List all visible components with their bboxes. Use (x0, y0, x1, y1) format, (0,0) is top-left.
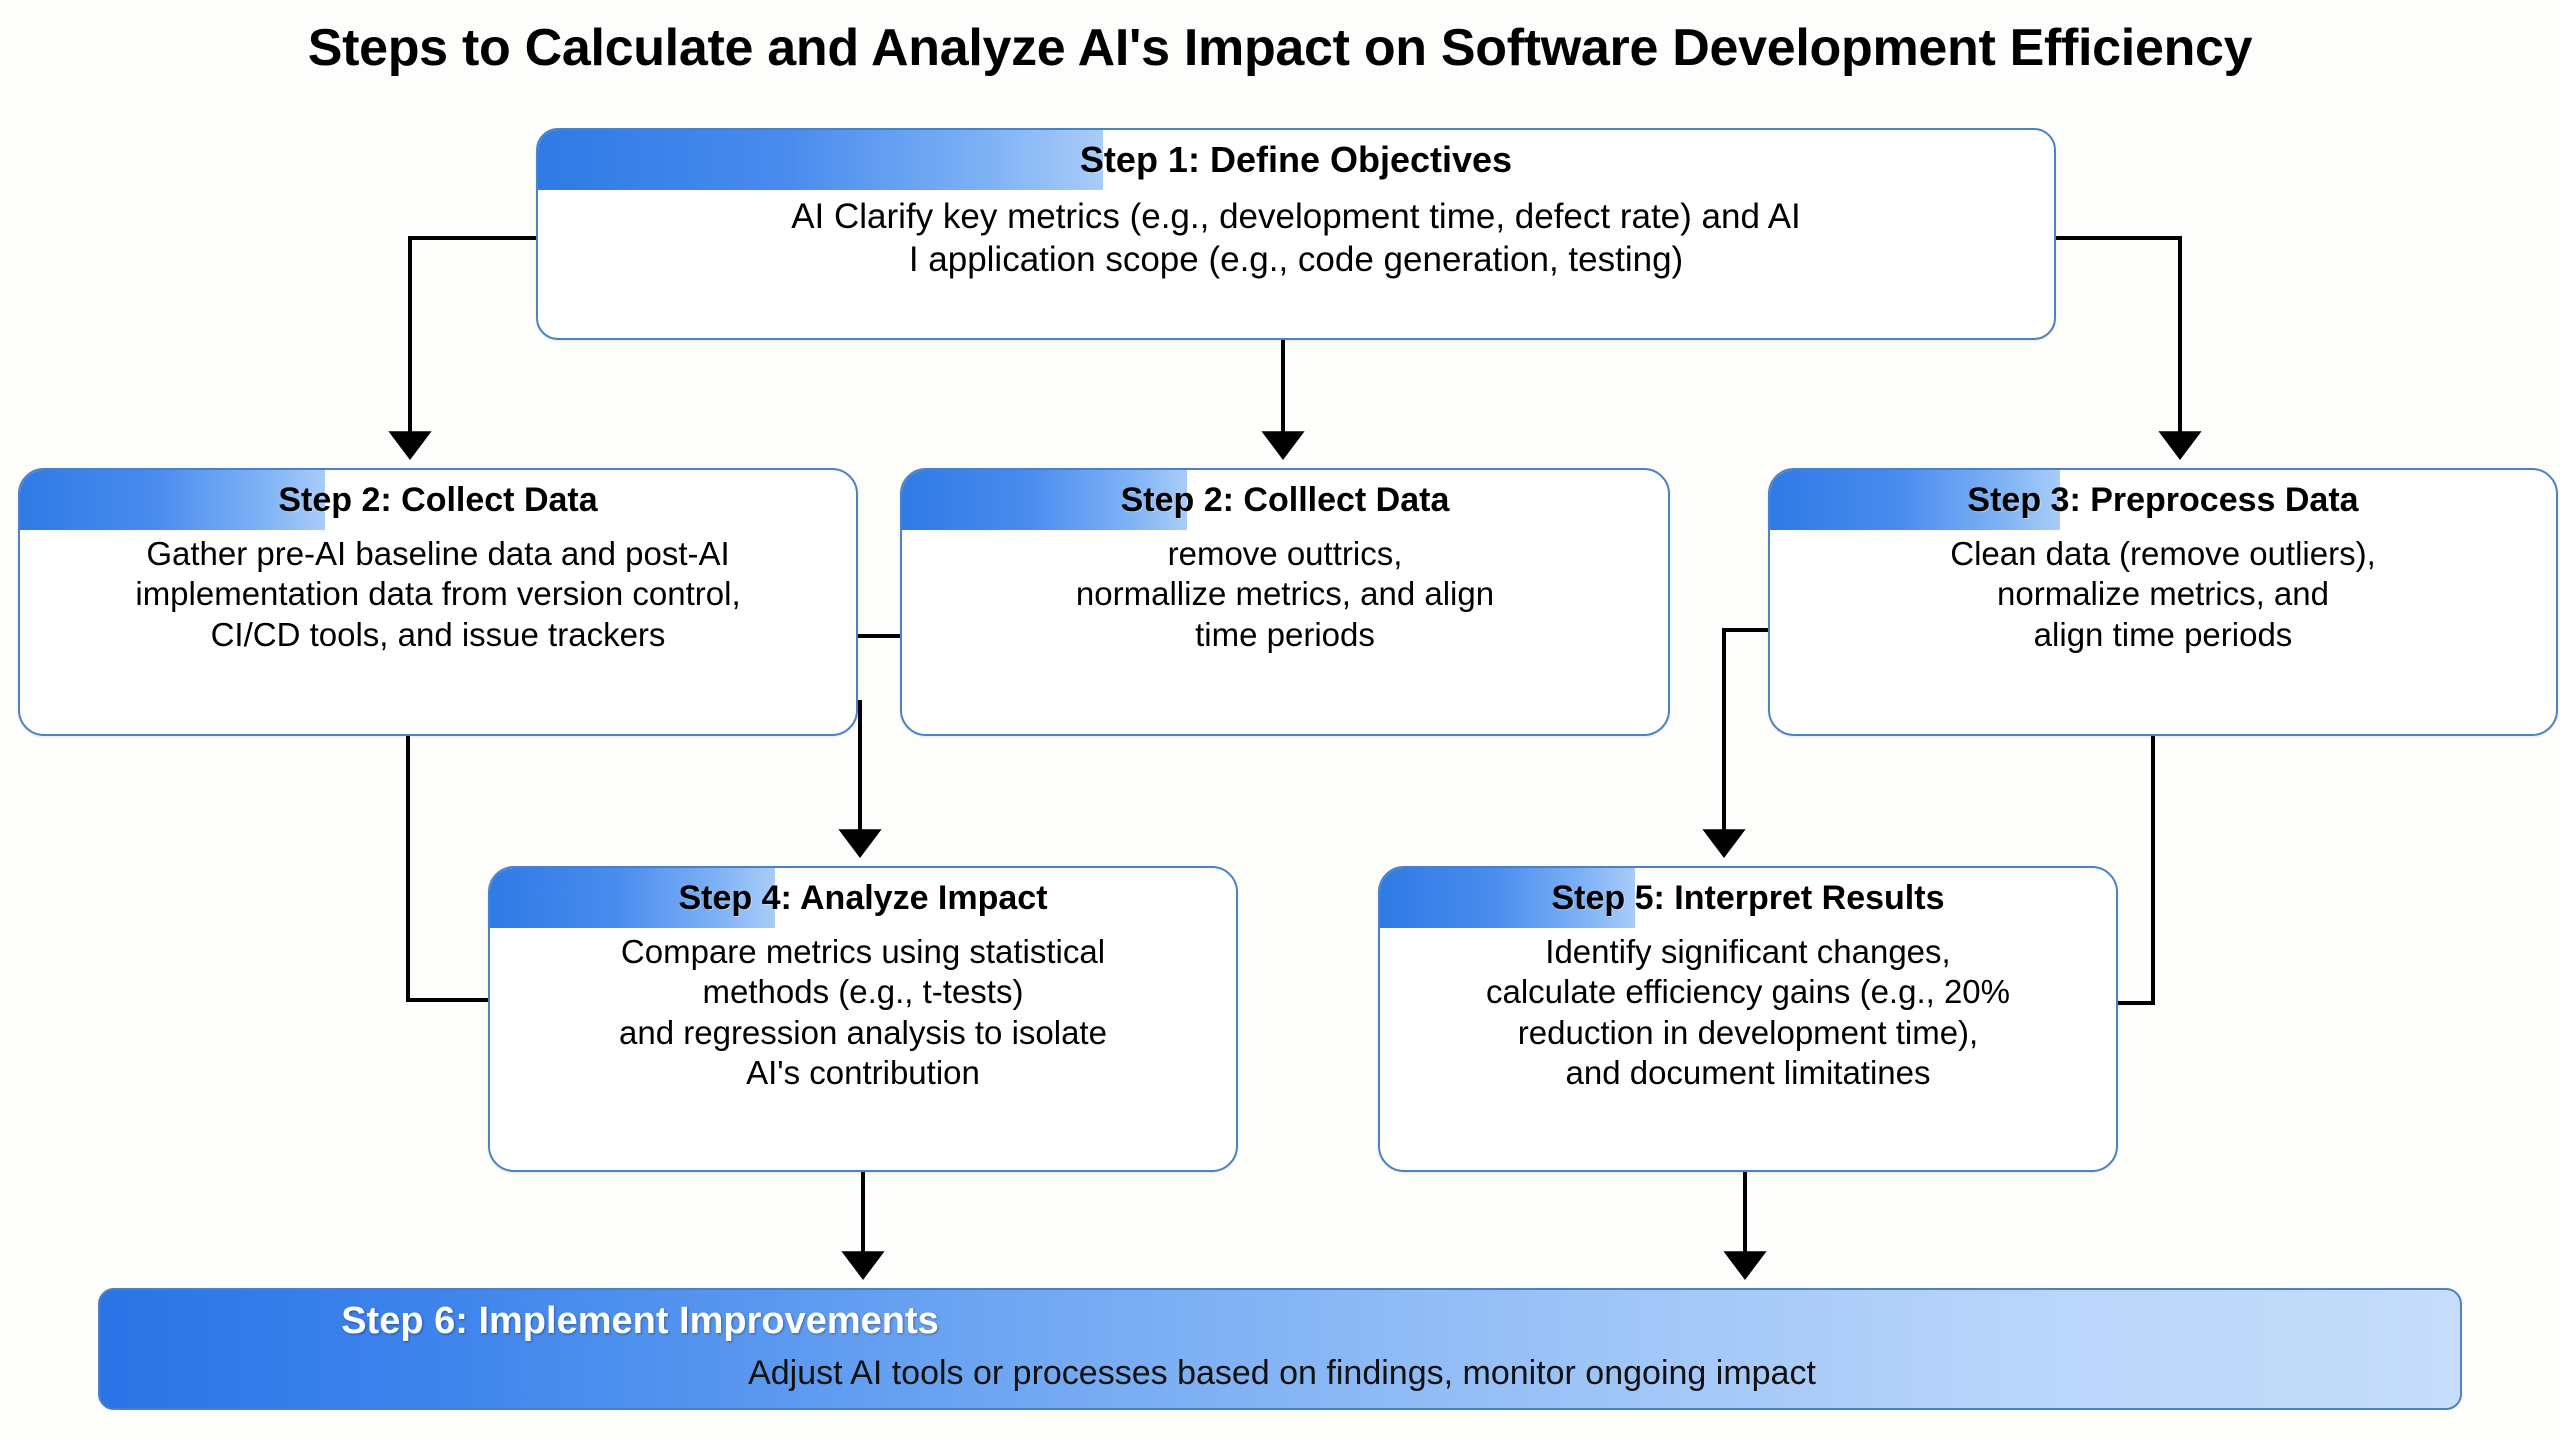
header-band (20, 470, 325, 530)
node-body-line: and document limitatines (1565, 1053, 1931, 1091)
node-body-line: calculate efficiency gains (e.g., 20% (1485, 973, 2011, 1011)
node-body: remove outtrics, normallize metrics, and… (902, 530, 1668, 665)
node-body-line: remove outtrics, (1167, 535, 1403, 572)
connector-step3-to-step5-right (2118, 736, 2155, 1005)
node-body: Identify significant changes, calculate … (1380, 928, 2116, 1103)
node-body-line: methods (e.g., t-tests) (702, 973, 1024, 1011)
header-band (538, 130, 1103, 190)
node-body: AI Clarify key metrics (e.g., developmen… (538, 190, 2054, 291)
header-band (1380, 868, 1635, 928)
node-step-3-preprocess-data[interactable]: Step 3: Preprocess Data Clean data (remo… (1768, 468, 2558, 736)
connector-step2a-to-step4 (406, 736, 488, 1002)
node-body-line: normallize metrics, and align (1075, 575, 1495, 613)
node-body-line: Clean data (remove outliers), (1950, 535, 2376, 572)
node-body: Clean data (remove outliers), normalize … (1770, 530, 2556, 665)
node-body: Compare metrics using statistical method… (490, 928, 1236, 1103)
node-body-line: normalize metrics, and (1997, 575, 2329, 613)
node-body: Gather pre-AI baseline data and post-AI … (20, 530, 856, 665)
node-body-line: align time periods (2033, 615, 2293, 653)
header-band (902, 470, 1187, 530)
connector-step1-to-step3 (2056, 236, 2202, 461)
node-body-line: CI/CD tools, and issue trackers (210, 615, 666, 653)
node-step-2-collect-data[interactable]: Step 2: Collect Data Gather pre-AI basel… (18, 468, 858, 736)
node-body-line: reduction in development time), (1517, 1013, 1979, 1051)
node-header-label: Step 3: Preprocess Data (1967, 481, 2359, 519)
node-body-line: I application scope (e.g., code generati… (908, 239, 1684, 279)
header-band (1770, 470, 2060, 530)
node-header-label: Step 4: Analyze Impact (678, 879, 1048, 917)
connector-step1-to-step2a (388, 236, 536, 461)
node-body-line: AI Clarify key metrics (e.g., developmen… (791, 197, 1801, 236)
node-header-label: Step 6: Implement Improvements (341, 1300, 939, 1342)
node-body-line: Identify significant changes, (1545, 933, 1951, 970)
node-step-1[interactable]: Step 1: Define Objectives AI Clarify key… (536, 128, 2056, 340)
node-body-line: and regression analysis to isolate (619, 1013, 1107, 1051)
node-step-6-implement-improvements[interactable]: Step 6: Implement Improvements Adjust AI… (98, 1288, 2462, 1410)
node-header-label: Step 2: Collect Data (278, 481, 598, 519)
page-title: Steps to Calculate and Analyze AI's Impa… (307, 19, 2253, 77)
node-step-4-analyze-impact[interactable]: Step 4: Analyze Impact Compare metrics u… (488, 866, 1238, 1172)
node-body-line: Gather pre-AI baseline data and post-AI (146, 535, 730, 572)
node-body-line: implementation data from version control… (135, 575, 741, 613)
node-body-line: Adjust AI tools or processes based on fi… (748, 1354, 1816, 1392)
node-header-label: Step 5: Interpret Results (1551, 879, 1945, 917)
node-body-line: Compare metrics using statistical (620, 933, 1106, 970)
node-step-5-interpret-results[interactable]: Step 5: Interpret Results Identify signi… (1378, 866, 2118, 1172)
header-band (490, 868, 775, 928)
node-header-label: Step 1: Define Objectives (1079, 139, 1513, 180)
node-step-2-colllect-data[interactable]: Step 2: Colllect Data remove outtrics, n… (900, 468, 1670, 736)
node-body-line: time periods (1195, 615, 1375, 653)
node-header-label: Step 2: Colllect Data (1120, 481, 1450, 519)
connector-step3-to-step5 (1702, 628, 1768, 859)
node-body-line: AI's contribution (746, 1053, 980, 1091)
